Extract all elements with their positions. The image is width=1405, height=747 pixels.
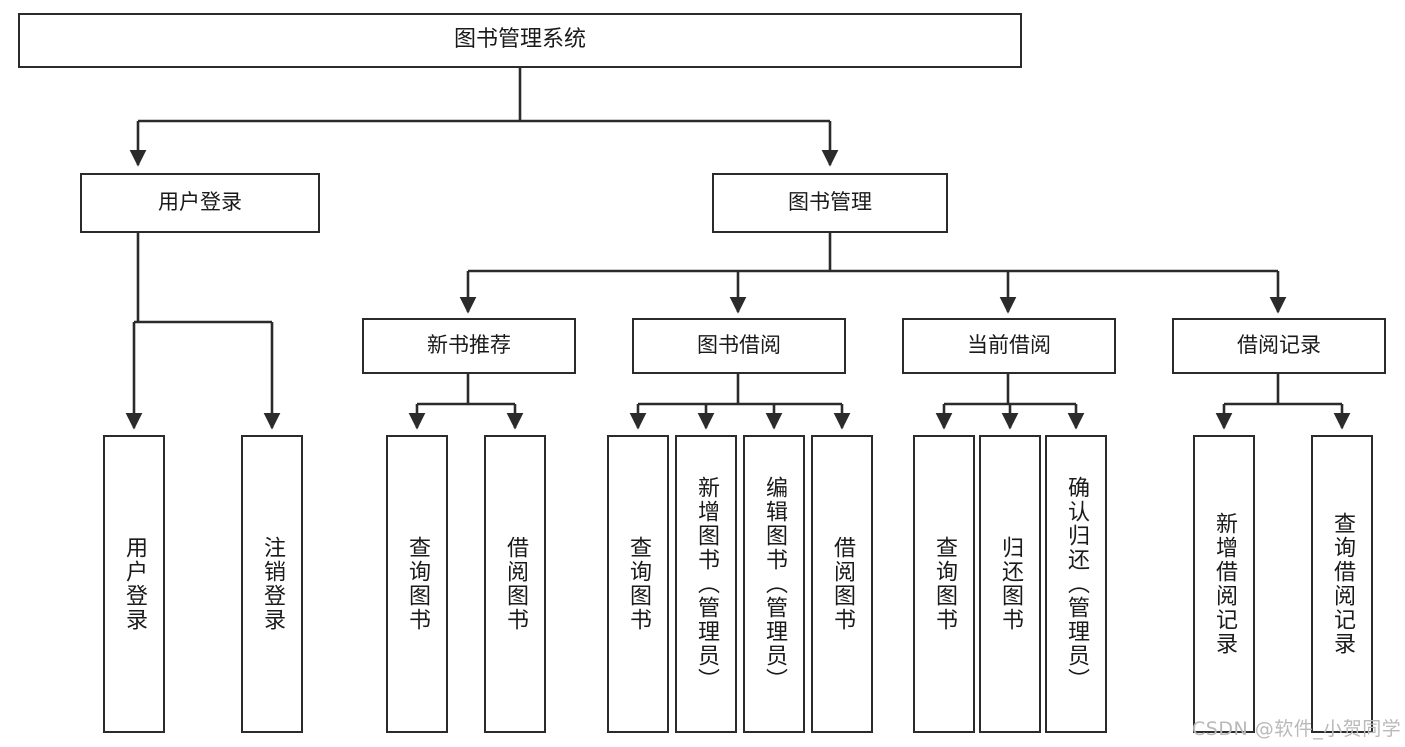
node-user-login-label: 用户登录 — [158, 190, 242, 215]
node-leaf-query-book-current[interactable]: 查询图书 — [913, 435, 975, 733]
node-new-book-recommend-label: 新书推荐 — [427, 333, 511, 358]
node-leaf-logout[interactable]: 注销登录 — [241, 435, 303, 733]
node-leaf-query-book-borrow[interactable]: 查询图书 — [607, 435, 669, 733]
node-borrow-record-label: 借阅记录 — [1237, 333, 1321, 358]
node-leaf-borrow-book-newbook-label: 借阅图书 — [503, 536, 528, 632]
node-leaf-add-book-admin[interactable]: 新增图书（管理员） — [675, 435, 737, 733]
node-leaf-add-borrow-record-label: 新增借阅记录 — [1212, 512, 1237, 656]
node-book-management[interactable]: 图书管理 — [712, 173, 948, 233]
node-leaf-query-book-borrow-label: 查询图书 — [626, 536, 651, 632]
node-borrow-record[interactable]: 借阅记录 — [1172, 318, 1386, 374]
node-root-label: 图书管理系统 — [453, 27, 586, 53]
node-new-book-recommend[interactable]: 新书推荐 — [362, 318, 576, 374]
node-leaf-query-borrow-record[interactable]: 查询借阅记录 — [1311, 435, 1373, 733]
node-leaf-return-book[interactable]: 归还图书 — [979, 435, 1041, 733]
node-leaf-borrow-book-borrow[interactable]: 借阅图书 — [811, 435, 873, 733]
node-leaf-edit-book-admin[interactable]: 编辑图书（管理员） — [743, 435, 805, 733]
node-leaf-add-book-admin-label: 新增图书（管理员） — [694, 476, 719, 692]
node-leaf-query-borrow-record-label: 查询借阅记录 — [1330, 512, 1355, 656]
node-leaf-return-book-label: 归还图书 — [998, 536, 1023, 632]
node-book-borrow-label: 图书借阅 — [697, 333, 781, 358]
node-book-borrow[interactable]: 图书借阅 — [632, 318, 846, 374]
node-current-borrow[interactable]: 当前借阅 — [902, 318, 1116, 374]
node-leaf-query-book-newbook-label: 查询图书 — [405, 536, 430, 632]
node-leaf-query-book-newbook[interactable]: 查询图书 — [386, 435, 448, 733]
node-leaf-logout-label: 注销登录 — [260, 536, 285, 632]
node-leaf-query-book-current-label: 查询图书 — [932, 536, 957, 632]
node-root[interactable]: 图书管理系统 — [18, 13, 1022, 68]
node-leaf-add-borrow-record[interactable]: 新增借阅记录 — [1193, 435, 1255, 733]
node-leaf-confirm-return-admin-label: 确认归还（管理员） — [1064, 476, 1089, 692]
node-book-management-label: 图书管理 — [788, 190, 872, 215]
node-leaf-edit-book-admin-label: 编辑图书（管理员） — [762, 476, 787, 692]
node-current-borrow-label: 当前借阅 — [967, 333, 1051, 358]
node-leaf-borrow-book-borrow-label: 借阅图书 — [830, 536, 855, 632]
watermark-text: CSDN @软件_小贺同学 — [1192, 718, 1402, 740]
node-leaf-user-login[interactable]: 用户登录 — [103, 435, 165, 733]
node-user-login[interactable]: 用户登录 — [80, 173, 320, 233]
node-leaf-user-login-label: 用户登录 — [122, 536, 147, 632]
node-leaf-confirm-return-admin[interactable]: 确认归还（管理员） — [1045, 435, 1107, 733]
node-leaf-borrow-book-newbook[interactable]: 借阅图书 — [484, 435, 546, 733]
